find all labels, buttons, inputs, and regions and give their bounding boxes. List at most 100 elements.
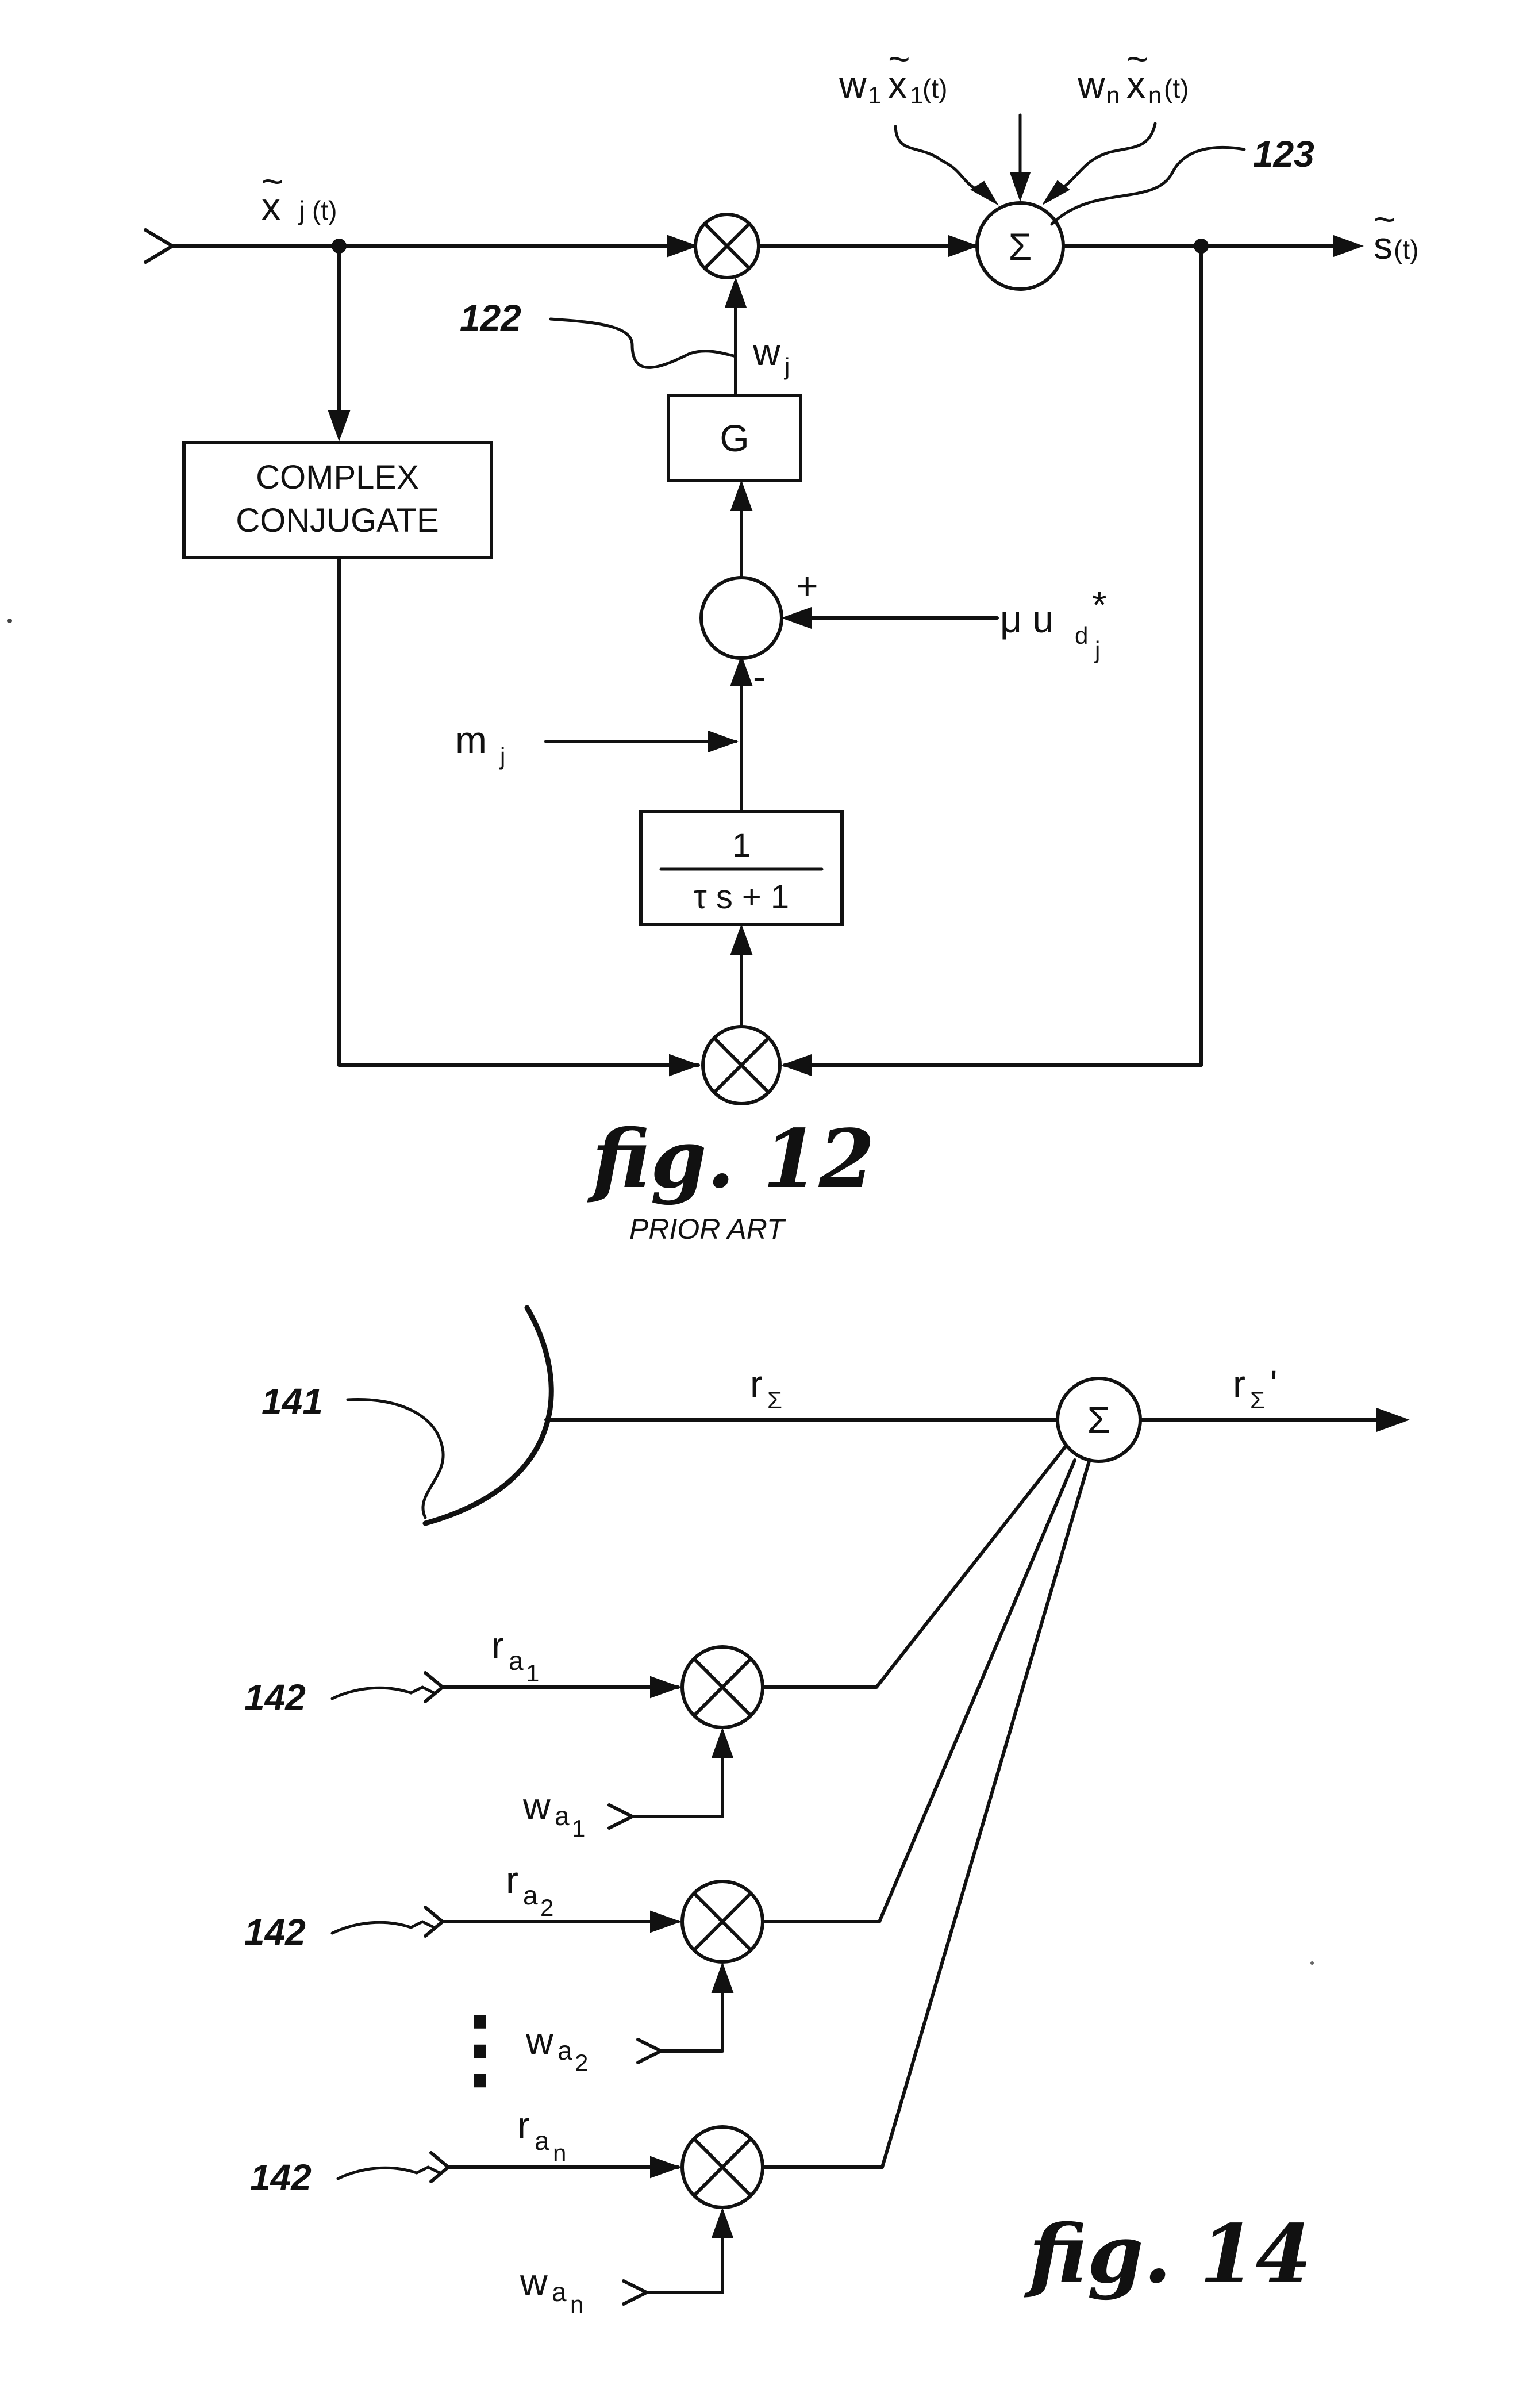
w-a1-w: w	[522, 1785, 551, 1827]
w-an-line	[647, 2211, 722, 2292]
conj-line1: COMPLEX	[256, 459, 419, 496]
figure-14: 141 r Σ Σ r Σ ' 142 r a 1 w	[244, 1308, 1408, 2318]
arrowhead	[731, 925, 752, 954]
arrowhead	[651, 2157, 679, 2177]
arrowhead	[670, 1055, 698, 1076]
arrowhead	[1376, 1408, 1408, 1431]
input-label-rest: j (t)	[298, 195, 337, 225]
r-a1-r: r	[491, 1624, 504, 1666]
mu-label: μ u	[1000, 598, 1053, 640]
arrowhead	[1010, 172, 1030, 200]
to-sum-line-2	[763, 1460, 1075, 1922]
ref-123: 123	[1253, 133, 1314, 175]
stray-dot	[7, 619, 12, 623]
figure-12: x ~ j (t) Σ s ~ (t) w 1 x ~ 1 (t)	[145, 37, 1418, 1245]
w-a2-w: w	[525, 2019, 553, 2062]
sum-symbol-14: Σ	[1087, 1399, 1111, 1441]
sum-inputn-sub: n	[1106, 82, 1120, 109]
m-sub: j	[499, 743, 505, 770]
arrowhead	[329, 411, 349, 440]
r-an-sub: n	[553, 2140, 566, 2167]
arrowhead	[651, 1677, 679, 1697]
arrowhead	[668, 236, 697, 256]
arrowhead	[948, 236, 977, 256]
fig14-caption: fig. 14	[1024, 2207, 1312, 2302]
input-chevron	[425, 1673, 443, 1702]
r-out-prime: '	[1270, 1362, 1278, 1405]
sum-input1-w: w	[839, 63, 867, 106]
aux-branch-1: 142 r a 1 w a 1	[244, 1446, 1066, 1842]
arrowhead	[731, 482, 752, 510]
arrowhead	[725, 279, 746, 308]
aux-branch-n: 142 r a n w a n	[250, 1461, 1089, 2318]
ref-142: 142	[250, 2157, 312, 2198]
r-out: r	[1233, 1362, 1245, 1405]
w-a1-a: a	[555, 1801, 570, 1831]
reflector-dish	[425, 1308, 551, 1523]
arrowhead	[712, 1964, 733, 1992]
r-main-sub: Σ	[767, 1387, 782, 1414]
ref-123-leader	[1052, 147, 1244, 224]
w-an-w: w	[520, 2261, 548, 2303]
mu-star: *	[1092, 583, 1107, 626]
r-a2-a: a	[523, 1880, 538, 1910]
r-an-r: r	[517, 2104, 530, 2146]
arrowhead	[712, 1729, 733, 1758]
arrowhead	[708, 731, 737, 752]
ref-122-leader	[551, 319, 736, 367]
input-chevron	[609, 1805, 632, 1828]
r-out-sub: Σ	[1250, 1387, 1265, 1414]
output-label-rest: (t)	[1394, 235, 1418, 264]
conj-line2: CONJUGATE	[236, 502, 439, 539]
filter-numerator: 1	[732, 827, 751, 864]
input-chevron	[431, 2153, 448, 2182]
r-a1-a: a	[509, 1646, 524, 1676]
tilde: ~	[262, 160, 284, 202]
arrowhead	[712, 2209, 733, 2238]
sum-inputn-line	[1052, 124, 1155, 195]
arrowhead	[731, 656, 752, 685]
branch-ellipsis: ⋮	[437, 2000, 523, 2096]
arrowhead	[783, 1055, 812, 1076]
w-a2-sub: 2	[575, 2049, 588, 2076]
arrowhead	[651, 1911, 679, 1932]
sum-input1-sub: 1	[868, 82, 881, 109]
ref-122: 122	[460, 297, 521, 339]
arrowhead	[783, 608, 812, 628]
arrowhead	[1333, 236, 1362, 256]
w-an-a: a	[552, 2277, 567, 2307]
comparator-junction	[701, 578, 782, 658]
w-a1-line	[632, 1731, 722, 1816]
tilde: ~	[1126, 37, 1149, 80]
m-label: m	[455, 719, 487, 761]
ref-142: 142	[244, 1911, 306, 1953]
filter-denominator: τ s + 1	[694, 878, 789, 916]
w-a2-line	[661, 1966, 722, 2051]
sum-inputn-xsub: n	[1148, 82, 1162, 109]
arrowhead	[971, 182, 997, 204]
mu-sub: d	[1075, 622, 1088, 649]
ref-142-leader	[332, 1922, 434, 1933]
w-an-sub: n	[570, 2291, 583, 2318]
input-chevron	[624, 2281, 647, 2304]
r-a2-sub: 2	[540, 1894, 553, 1921]
weight-label: w	[752, 331, 780, 373]
ref-142: 142	[244, 1677, 306, 1718]
gain-label: G	[720, 417, 749, 459]
w-a2-a: a	[557, 2036, 572, 2065]
fig12-caption: fig. 12	[587, 1112, 875, 1207]
r-an-a: a	[535, 2126, 549, 2156]
ref-142-leader	[338, 2167, 440, 2179]
w-a1-sub: 1	[572, 1815, 585, 1842]
aux-branch-2: 142 r a 2 w a 2	[244, 1460, 1075, 2076]
sum-input1-xsub: 1	[910, 82, 923, 109]
prior-art-note: PRIOR ART	[629, 1213, 786, 1245]
ref-141: 141	[262, 1381, 323, 1422]
input-chevron	[145, 230, 172, 262]
to-sum-line-1	[763, 1446, 1066, 1687]
tilde: ~	[888, 37, 910, 80]
ref-142-leader	[332, 1687, 434, 1699]
stray-dot	[1310, 1961, 1314, 1965]
plus-sign: +	[796, 564, 818, 607]
